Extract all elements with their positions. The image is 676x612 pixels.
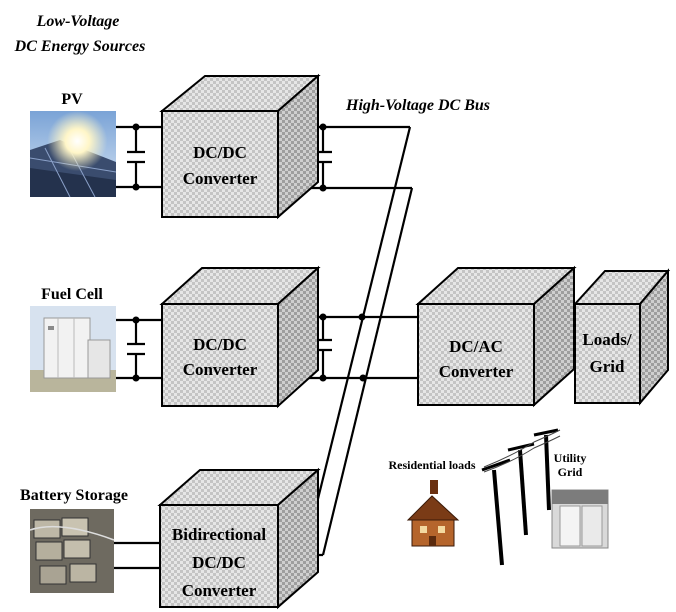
dcac-converter-line-2: Converter xyxy=(439,362,514,381)
loads-grid-line-1: Loads/ xyxy=(582,330,631,349)
fuel-cell-dcdc-converter-box: DC/DC Converter xyxy=(159,265,321,409)
battery-converter-line-3: Converter xyxy=(182,581,257,600)
header-line-1: Low-Voltage xyxy=(36,13,120,30)
dcac-converter-line-1: DC/AC xyxy=(449,337,503,356)
battery-bidirectional-converter-box: Bidirectional DC/DC Converter xyxy=(157,467,321,610)
bus-label: High-Voltage DC Bus xyxy=(345,97,490,114)
battery-input-wiring xyxy=(114,541,160,570)
power-poles-icon xyxy=(481,428,561,566)
fuel-cell-converter-line-2: Converter xyxy=(183,360,258,379)
dcac-converter-box: DC/AC Converter xyxy=(415,265,577,408)
fuel-cell-image xyxy=(30,306,116,392)
fuel-cell-converter-line-1: DC/DC xyxy=(193,335,247,354)
pv-input-wiring xyxy=(116,123,162,191)
battery-converter-line-2: DC/DC xyxy=(192,553,246,572)
header-line-2: DC Energy Sources xyxy=(14,38,146,55)
pv-converter-line-1: DC/DC xyxy=(193,143,247,162)
utility-grid-label-line-2: Grid xyxy=(558,465,583,479)
source-label-fuel-cell: Fuel Cell xyxy=(41,286,103,303)
utility-grid-image xyxy=(551,489,609,549)
pv-converter-line-2: Converter xyxy=(183,169,258,188)
source-label-battery: Battery Storage xyxy=(20,487,128,504)
pv-dcdc-converter-box: DC/DC Converter xyxy=(159,73,321,220)
house-icon xyxy=(406,480,460,547)
battery-converter-line-1: Bidirectional xyxy=(172,525,266,544)
residential-loads-label: Residential loads xyxy=(388,458,475,472)
fuel-cell-input-wiring xyxy=(116,316,162,382)
utility-grid-label-line-1: Utility xyxy=(554,451,587,465)
battery-storage-image xyxy=(29,509,115,593)
source-label-pv: PV xyxy=(61,91,83,108)
loads-grid-box: Loads/ Grid xyxy=(572,268,671,406)
loads-grid-line-2: Grid xyxy=(590,357,625,376)
pv-panel-image xyxy=(29,111,117,198)
